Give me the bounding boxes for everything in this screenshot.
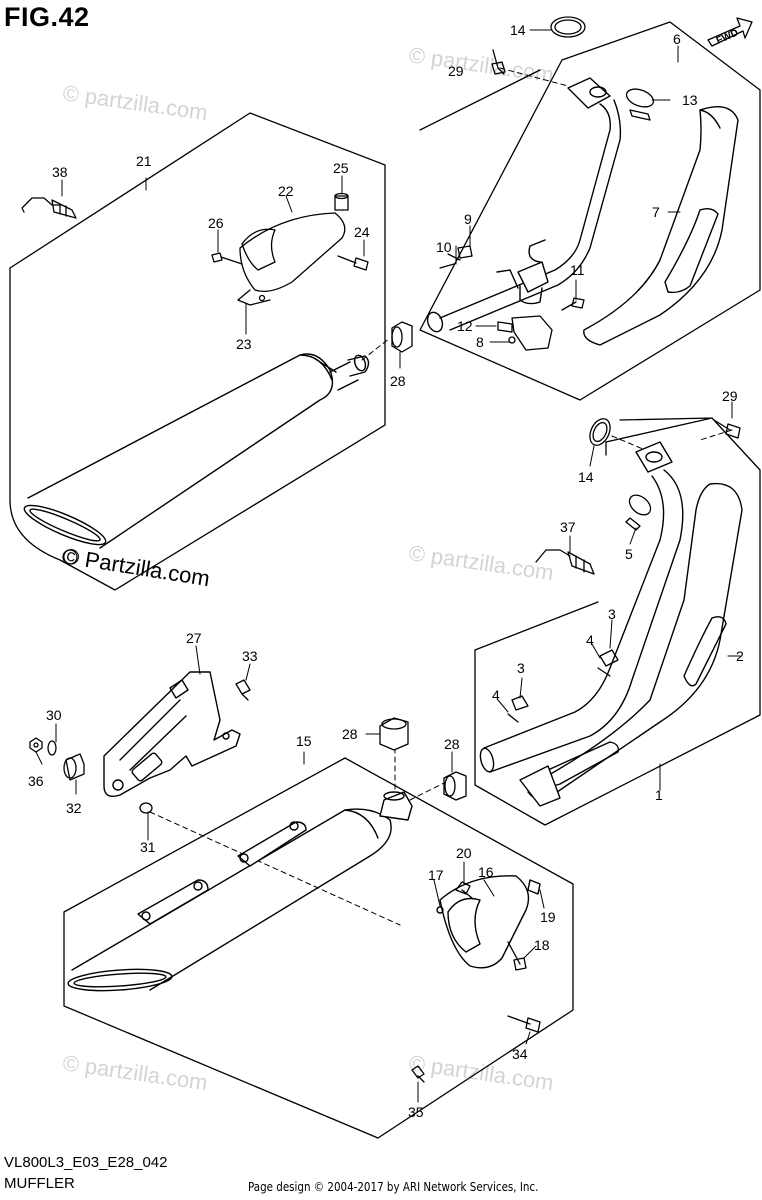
- front-heat-shield: [436, 875, 541, 969]
- leader-lines: [35, 29, 741, 1103]
- front-pipe-brackets: [507, 649, 619, 723]
- mount-hardware: [29, 737, 153, 814]
- clamp-5: [625, 494, 652, 531]
- main-watermark: © Partzilla.com: [61, 543, 211, 591]
- callout-38: 38: [52, 164, 68, 180]
- callout-28: 28: [342, 726, 358, 742]
- bolt-35: [411, 1065, 425, 1083]
- bushing-28-front: [443, 771, 467, 801]
- bushing-28-muffler: [379, 717, 409, 751]
- callout-37: 37: [560, 519, 576, 535]
- bushing-28-upper: [391, 321, 413, 353]
- watermark-text: © partzilla.com: [407, 540, 555, 585]
- callout-31: 31: [140, 839, 156, 855]
- callout-25: 25: [333, 160, 349, 176]
- bolt-29-top: [491, 49, 506, 75]
- part-25-cap: [334, 192, 349, 211]
- callout-20: 20: [456, 845, 472, 861]
- bolt-34: [507, 1015, 541, 1033]
- bolt-26: [211, 252, 243, 265]
- watermark-text: © partzilla.com: [61, 1050, 209, 1095]
- callout-3: 3: [608, 606, 616, 622]
- bolt-20: [455, 881, 473, 899]
- connection-lines: [149, 67, 733, 926]
- watermark-text: © partzilla.com: [407, 42, 555, 87]
- callout-12: 12: [457, 318, 473, 334]
- figure-title: FIG.42: [4, 2, 90, 32]
- callout-29: 29: [722, 388, 738, 404]
- clamp-13: [625, 88, 655, 121]
- copyright-footer: Page design © 2004-2017 by ARI Network S…: [248, 1180, 539, 1194]
- callout-28: 28: [390, 373, 406, 389]
- front-muffler-panel: [63, 757, 574, 1139]
- callout-15: 15: [296, 733, 312, 749]
- callout-22: 22: [278, 183, 294, 199]
- front-heat-cover: [519, 482, 743, 807]
- fwd-label: FWD: [715, 27, 740, 46]
- callout-36: 36: [28, 773, 44, 789]
- gasket-14-top: [550, 16, 586, 38]
- callout-3: 3: [517, 660, 525, 676]
- callout-4: 4: [586, 632, 594, 648]
- callout-9: 9: [464, 211, 472, 227]
- bolt-18: [507, 941, 527, 971]
- callout-23: 23: [236, 336, 252, 352]
- rear-pipe-bracket: [439, 245, 553, 351]
- callout-10: 10: [436, 239, 452, 255]
- callout-11: 11: [570, 262, 585, 278]
- front-exhaust-pipe: [479, 441, 684, 773]
- callout-5: 5: [625, 546, 633, 562]
- callout-14: 14: [578, 469, 594, 485]
- callout-1: 1: [655, 787, 663, 803]
- callout-32: 32: [66, 800, 82, 816]
- front-exhaust-pipe-panel: [474, 417, 761, 826]
- forward-arrow-icon: FWD: [707, 17, 753, 47]
- callout-7: 7: [652, 204, 660, 220]
- callout-19: 19: [540, 909, 556, 925]
- callout-6: 6: [673, 31, 681, 47]
- callout-26: 26: [208, 215, 224, 231]
- bolt-29-lower: [713, 419, 741, 439]
- diagram-caption: MUFFLER: [4, 1175, 75, 1192]
- callout-18: 18: [534, 937, 550, 953]
- callout-2: 2: [736, 648, 744, 664]
- rear-muffler-panel: [9, 112, 386, 591]
- callout-35: 35: [408, 1104, 424, 1120]
- rear-heat-shield: [237, 212, 346, 306]
- callout-21: 21: [136, 153, 152, 169]
- callout-27: 27: [186, 630, 202, 646]
- callout-33: 33: [242, 648, 258, 664]
- o2-sensor-38: [21, 197, 77, 219]
- callout-34: 34: [512, 1046, 528, 1062]
- callout-29: 29: [448, 63, 464, 79]
- front-muffler: [67, 791, 413, 992]
- callout-13: 13: [682, 92, 698, 108]
- muffler-bracket: [103, 671, 241, 798]
- bolt-11: [561, 297, 585, 311]
- bolt-24: [337, 255, 369, 271]
- o2-sensor-37: [535, 549, 595, 575]
- watermark-main-text: © Partzilla.com: [61, 543, 211, 591]
- callout-14: 14: [510, 22, 526, 38]
- callout-8: 8: [476, 334, 484, 350]
- watermark-text: © partzilla.com: [61, 80, 209, 125]
- callout-16: 16: [478, 864, 494, 880]
- callout-24: 24: [354, 224, 370, 240]
- gasket-14-lower: [589, 418, 611, 446]
- callout-17: 17: [428, 867, 444, 883]
- rear-muffler: [23, 353, 370, 549]
- callout-4: 4: [492, 687, 500, 703]
- callout-28: 28: [444, 736, 460, 752]
- diagram-code: VL800L3_E03_E28_042: [4, 1154, 168, 1171]
- rear-exhaust-pipe-panel: [419, 21, 761, 401]
- callout-numbers: 1 2 3 3 4 4 5 6 7 8 9 10 11 12 13 14 14 …: [28, 22, 744, 1120]
- rear-exhaust-pipe: [426, 77, 622, 333]
- bolt-33: [235, 679, 251, 701]
- watermark-text: © partzilla.com: [407, 1050, 555, 1095]
- rear-heat-cover: [583, 106, 739, 346]
- callout-30: 30: [46, 707, 62, 723]
